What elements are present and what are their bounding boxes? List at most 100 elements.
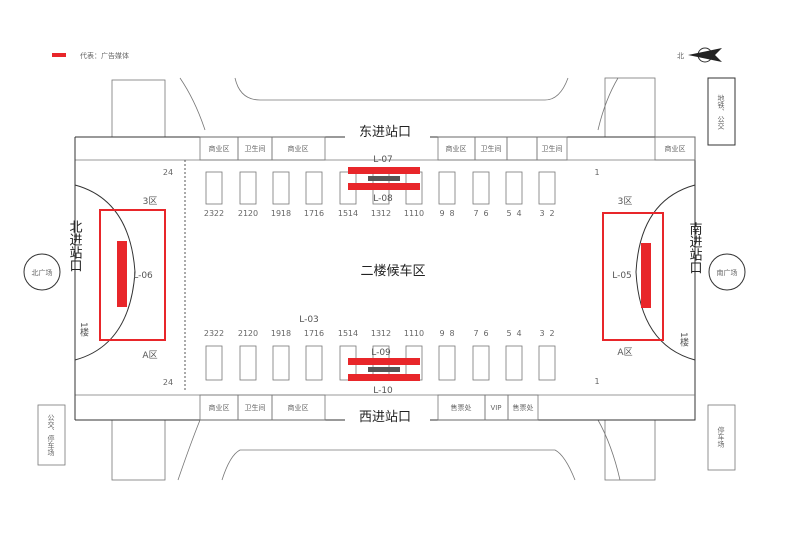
gate-number: 10 (414, 329, 424, 338)
gate-box-bottom (239, 345, 257, 381)
shop-label: 卫生间 (542, 144, 563, 153)
top-shops: 商业区 卫生间 商业区 商业区 卫生间 卫生间 商业区 (199, 136, 696, 161)
media-l05-label: L-05 (612, 271, 632, 281)
gate-number: 17 (304, 209, 314, 218)
gate-number: 6 (483, 209, 488, 218)
gate-number: 2 (549, 329, 554, 338)
gate-number: 20 (248, 209, 258, 218)
gate-number: 5 (506, 329, 511, 338)
gate-box-bottom (305, 345, 323, 381)
media-l10 (348, 374, 420, 381)
bus-parking-label: 公交、停车场 (47, 414, 55, 457)
gate-box-bottom (438, 345, 456, 381)
gates: 2323222221212020191918181717161615151414… (204, 171, 556, 381)
shop-label: 卫生间 (481, 144, 502, 153)
shop-label: 商业区 (209, 403, 230, 412)
south-entrance-label: 南进站口 (687, 221, 703, 274)
shop-label: 卫生间 (245, 144, 266, 153)
north-square-label: 北广场 (32, 268, 53, 277)
gate-number: 19 (271, 329, 281, 338)
media-l07-label: L-07 (373, 155, 393, 165)
gate-number: 6 (483, 329, 488, 338)
metro-bus-label: 地铁、公交 (717, 94, 725, 131)
bus-parking-box (37, 404, 66, 466)
gate-24-label: 24 (163, 168, 173, 177)
gate-number: 7 (473, 209, 478, 218)
gate-box-bottom (272, 345, 290, 381)
media-l09-label: L-09 (371, 348, 391, 358)
gate-box-top (472, 171, 490, 205)
gate-number: 14 (348, 209, 358, 218)
shop-label: 售票处 (451, 403, 472, 412)
gate-sign (368, 176, 400, 181)
gate-number: 9 (439, 209, 444, 218)
gate-number: 5 (506, 209, 511, 218)
gate-number: 10 (414, 209, 424, 218)
media-l10-label: L-10 (373, 386, 393, 396)
gate-box-top (438, 171, 456, 205)
gate-number: 16 (314, 209, 324, 218)
bottom-shops: 商业区 卫生间 商业区 售票处 VIP 售票处 (199, 394, 539, 421)
zone-3-label: 3区 (618, 196, 633, 207)
shop-label: 售票处 (513, 403, 534, 412)
gate-number: 15 (338, 209, 348, 218)
gate-box-bottom (505, 345, 523, 381)
gate-1-label: 1 (594, 377, 599, 386)
south-square (708, 253, 746, 291)
legend-label: 代表：广告媒体 (80, 51, 129, 60)
legend-swatch (52, 53, 66, 57)
gate-box-top (239, 171, 257, 205)
gate-box-bottom (472, 345, 490, 381)
gate-number: 21 (238, 329, 248, 338)
gate-number: 23 (204, 329, 214, 338)
media-l05 (641, 243, 651, 308)
shop-label: 商业区 (288, 144, 309, 153)
gate-number: 14 (348, 329, 358, 338)
gate-24-label: 24 (163, 378, 173, 387)
shop-label: 商业区 (209, 144, 230, 153)
gate-number: 11 (404, 329, 414, 338)
media-l03-label: L-03 (299, 315, 319, 325)
media-l06 (117, 241, 127, 307)
zone-south-highlight (602, 212, 664, 341)
gate-number: 20 (248, 329, 258, 338)
gate-number: 18 (281, 329, 291, 338)
shop-label: VIP (490, 404, 501, 412)
gate-sign (368, 367, 400, 372)
floor1-label: 1楼 (678, 332, 689, 348)
north-square (23, 253, 61, 291)
gate-number: 21 (238, 209, 248, 218)
gate-number: 2 (549, 209, 554, 218)
gate-number: 12 (381, 329, 391, 338)
media-l08-label: L-08 (373, 194, 393, 204)
gate-number: 13 (371, 329, 381, 338)
gate-box-top (305, 171, 323, 205)
north-entrance-label: 北进站口 (67, 220, 83, 272)
gate-1-label: 1 (594, 168, 599, 177)
east-entrance-label: 东进站口 (359, 125, 411, 140)
zone-3-label: 3区 (143, 196, 158, 207)
media-l07 (348, 167, 420, 174)
media-l08 (348, 183, 420, 190)
gate-number: 18 (281, 209, 291, 218)
shop-label: 商业区 (665, 144, 686, 153)
gate-box-top (505, 171, 523, 205)
gate-number: 8 (449, 209, 454, 218)
compass-label: 北 (677, 52, 684, 60)
gate-number: 19 (271, 209, 281, 218)
gate-number: 12 (381, 209, 391, 218)
gate-number: 22 (214, 209, 224, 218)
parking-box (707, 404, 736, 471)
gate-number: 3 (539, 329, 544, 338)
gate-number: 4 (516, 209, 521, 218)
floor1-label: 1楼 (78, 322, 89, 338)
gate-box-top (538, 171, 556, 205)
gate-number: 9 (439, 329, 444, 338)
shop-label: 商业区 (288, 403, 309, 412)
gate-number: 23 (204, 209, 214, 218)
shop-label: 商业区 (446, 144, 467, 153)
gate-number: 15 (338, 329, 348, 338)
west-entrance-label: 西进站口 (359, 410, 411, 425)
hall-label: 二楼候车区 (360, 263, 425, 279)
